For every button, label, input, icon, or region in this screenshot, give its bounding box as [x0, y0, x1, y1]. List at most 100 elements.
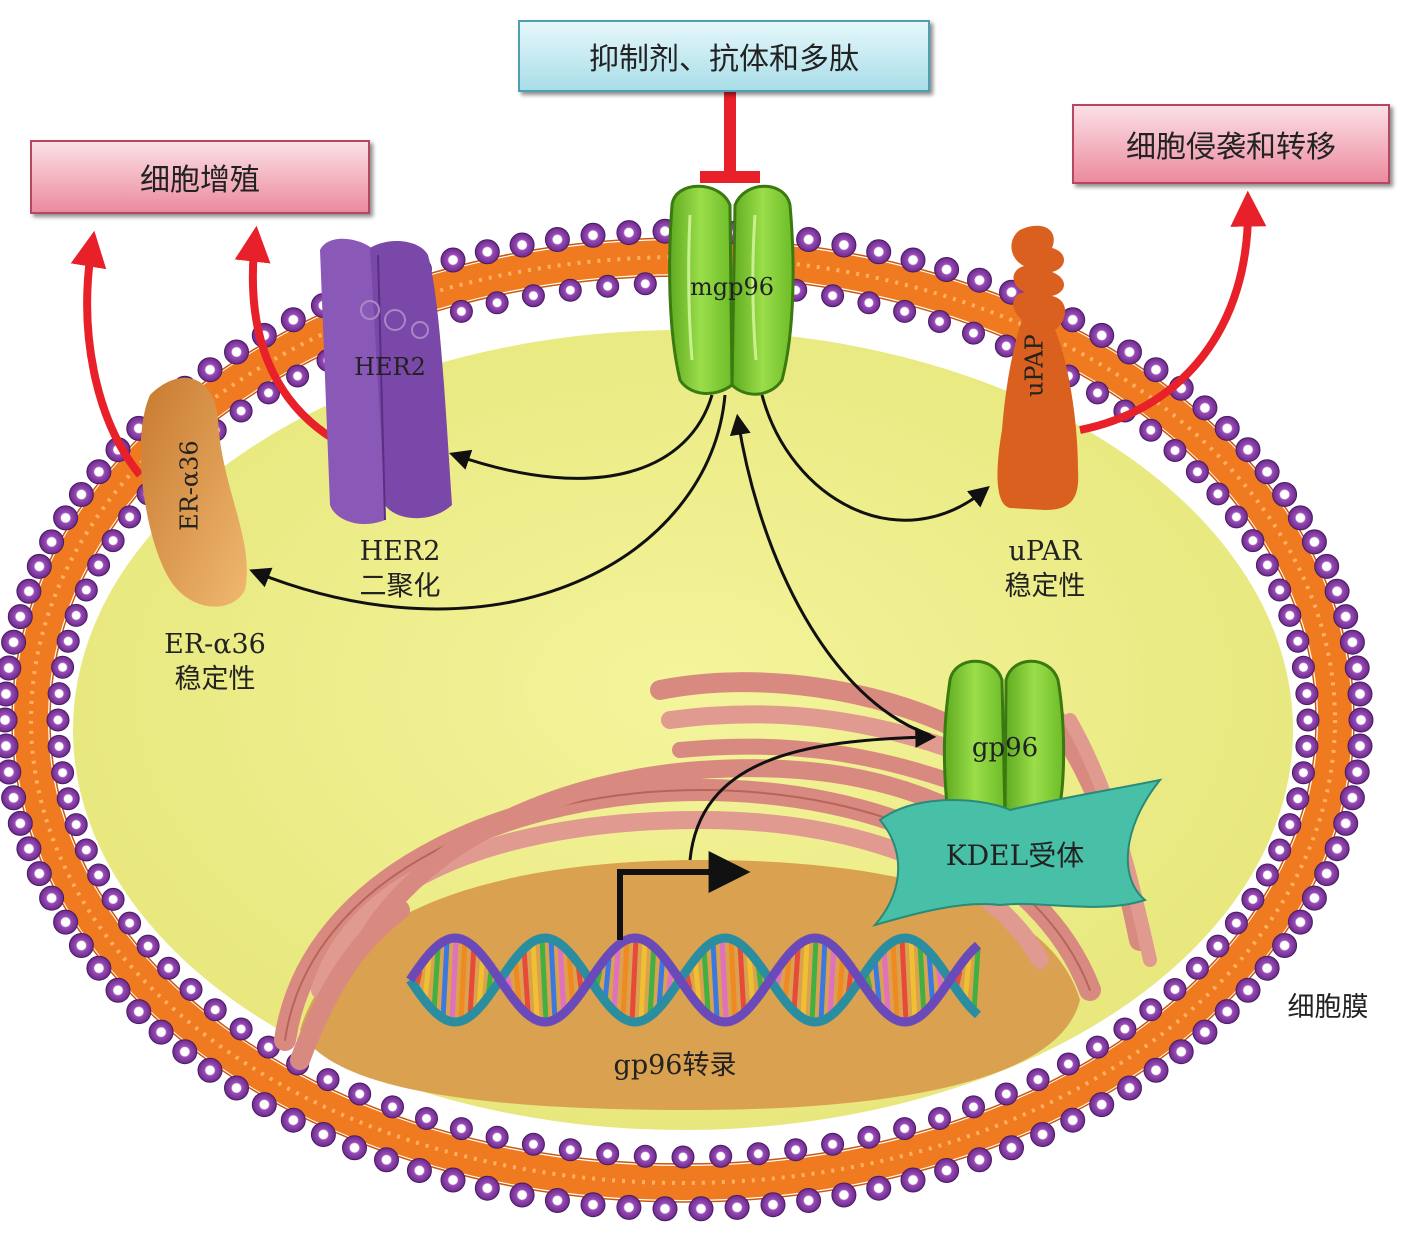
lipid-head-inner — [136, 934, 160, 958]
lipid-head-outer — [26, 553, 52, 579]
proliferation-label: 细胞增殖 — [140, 163, 260, 198]
lipid-head-outer — [1324, 836, 1350, 862]
mgp96-dimer — [668, 184, 795, 396]
lipid-head-outer — [1235, 977, 1261, 1003]
lipid-head-inner — [1268, 838, 1292, 862]
dna-base-pair — [782, 958, 792, 1002]
lipid-head-outer — [7, 604, 33, 630]
dna-strand-a — [406, 933, 982, 1027]
dna-base-pair — [521, 948, 531, 1012]
lipid-head-inner — [485, 291, 509, 315]
her2-effect-label: HER2 二聚化 — [330, 534, 470, 604]
lipid-head-outer — [0, 733, 19, 759]
lipid-head-inner — [857, 1125, 881, 1149]
lipid-head-outer — [1339, 629, 1365, 655]
lipid-head-outer — [280, 1107, 306, 1133]
lipid-head-outer — [580, 222, 606, 248]
lipid-head-outer — [251, 1092, 277, 1118]
lipid-head-inner — [1295, 682, 1319, 706]
dna-base-pair — [431, 948, 441, 1012]
lipid-head-outer — [1348, 707, 1374, 733]
dna-base-pair — [800, 941, 810, 1019]
lipid-head-outer — [967, 1147, 992, 1173]
lipid-head-outer — [474, 1175, 500, 1201]
lipid-head-outer — [0, 681, 19, 707]
lipid-head-inner — [633, 1144, 657, 1168]
kdel-label: KDEL受体 — [945, 839, 1085, 872]
lipid-head-outer — [1272, 482, 1298, 507]
mgp96-er-arrow — [249, 394, 727, 611]
lipid-head-inner — [1255, 553, 1279, 577]
invasion-box: 细胞侵袭和转移 — [1072, 104, 1390, 184]
lipid-head-inner — [1291, 655, 1315, 679]
lipid-head-inner — [1224, 911, 1248, 935]
lipid-head-outer — [86, 955, 112, 981]
lipid-head-inner — [229, 399, 253, 423]
her2-proliferation-arrow — [234, 225, 338, 444]
lipid-head-outer — [1333, 810, 1359, 836]
lipid-head-inner — [821, 284, 845, 308]
lipid-head-inner — [893, 299, 917, 323]
dna-base-pair — [440, 941, 450, 1019]
lipid-head-outer — [580, 1192, 606, 1218]
lipid-head-inner — [74, 838, 98, 862]
lipid-head-inner — [596, 1142, 620, 1166]
lipid-head-inner — [56, 629, 80, 653]
dna-base-pair — [881, 948, 891, 1012]
lipid-head-outer — [374, 1147, 399, 1173]
lipid-head-outer — [1214, 999, 1240, 1025]
upar-effect-line1: uPAR — [1008, 536, 1082, 567]
lipid-head-outer — [1089, 322, 1115, 348]
dna-base-pair — [827, 943, 837, 1017]
lipid-head-outer — [1347, 733, 1373, 759]
lipid-head-outer — [53, 909, 79, 935]
lipid-head-inner — [1286, 629, 1310, 653]
lipid-head-inner — [1086, 381, 1109, 405]
lipid-head-outer — [39, 529, 65, 555]
lipid-head-inner — [784, 1138, 808, 1162]
lipid-head-outer — [934, 1158, 960, 1183]
er-proliferation-arrow — [70, 230, 144, 478]
dna-base-pair — [872, 958, 882, 1002]
lipid-head-inner — [1185, 956, 1209, 980]
lipid-head-inner — [1086, 1035, 1109, 1059]
lipid-head-inner — [671, 1145, 695, 1169]
lipid-head-outer — [1314, 553, 1340, 579]
er-effect-line2: 稳定性 — [174, 664, 256, 696]
dna-base-pair — [701, 948, 711, 1012]
lipid-head-inner — [596, 274, 620, 298]
her2-dimer — [320, 238, 452, 525]
dna-base-pair — [899, 938, 909, 1022]
lipid-head-outer — [86, 459, 112, 485]
dna-strand-b — [406, 933, 982, 1027]
gp96-surface-arrow — [729, 413, 931, 737]
dna-base-pair — [422, 958, 432, 1002]
lipid-head-inner — [87, 553, 111, 577]
lipid-head-inner — [821, 1132, 845, 1156]
lipid-head-outer — [1272, 933, 1298, 958]
lipid-head-outer — [1214, 415, 1240, 441]
dna-base-pair — [638, 938, 648, 1022]
lipid-head-outer — [16, 836, 42, 862]
lipid-head-outer — [126, 999, 152, 1025]
transcription-label: gp96转录 — [613, 1050, 737, 1081]
er-alpha36-label: ER-α36 — [175, 440, 204, 531]
lipid-head-inner — [1278, 603, 1302, 627]
lipid-head-outer — [616, 1194, 642, 1220]
lipid-head-inner — [893, 1117, 917, 1141]
dna-base-pair — [737, 943, 747, 1017]
lipid-head-inner — [46, 708, 70, 732]
invasion-label: 细胞侵袭和转移 — [1126, 130, 1336, 165]
lipid-head-inner — [381, 1095, 404, 1119]
lipid-head-outer — [509, 232, 535, 258]
lipid-head-outer — [7, 810, 33, 836]
upar-label: uPAP — [1020, 334, 1049, 398]
lipid-head-inner — [1295, 734, 1319, 758]
lipid-head-inner — [101, 529, 125, 553]
inhibitor-box: 抑制剂、抗体和多肽 — [518, 20, 930, 92]
gp96-export-arrow — [688, 726, 937, 861]
upar-invasion-arrow — [1079, 190, 1267, 434]
lipid-head-outer — [1301, 529, 1327, 555]
lipid-head-outer — [544, 227, 570, 252]
